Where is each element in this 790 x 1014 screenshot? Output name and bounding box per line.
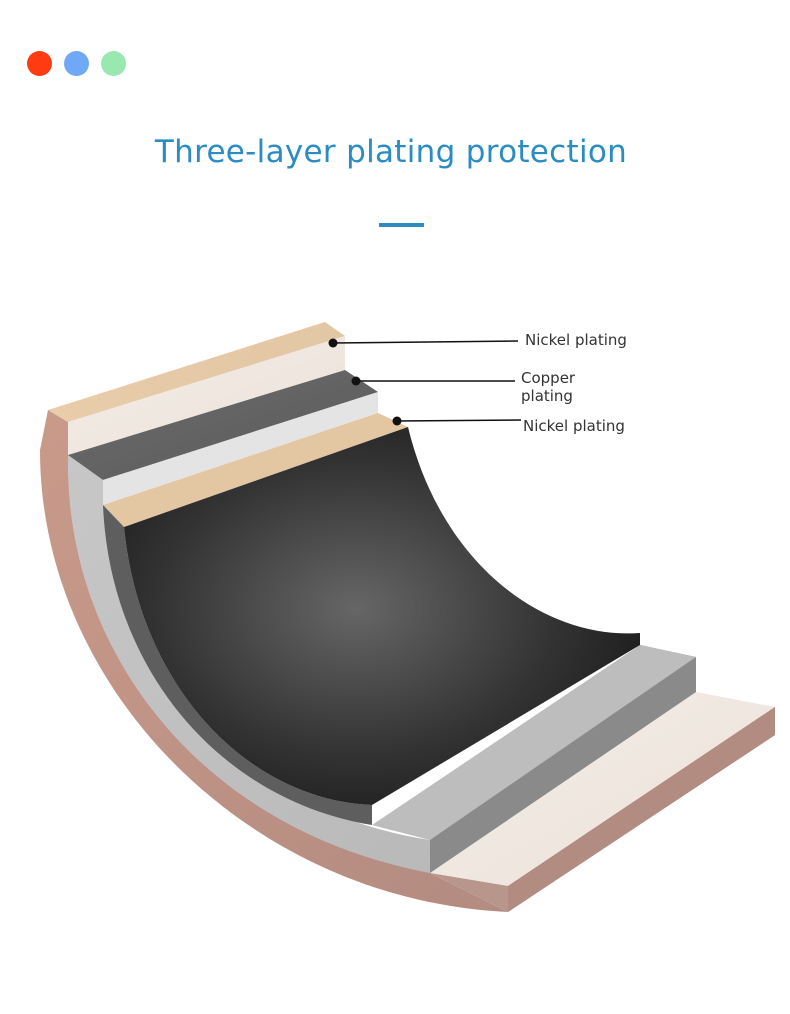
copper-marker: [351, 376, 361, 386]
inner-nickel-label: Nickel plating: [523, 417, 625, 435]
outer-shell-top: [48, 322, 345, 455]
page-title: Three-layer plating protection: [154, 134, 628, 170]
outer-nickel-marker: [328, 338, 338, 348]
copper-label-line1: Copper: [521, 369, 576, 387]
leader-lines: [328, 338, 522, 426]
copper-layer-top: [68, 370, 378, 505]
outer-nickel-label: Nickel plating: [525, 331, 627, 349]
green-dot: [101, 51, 126, 76]
inner-layer-side: [103, 505, 372, 825]
silver-layer-side: [67, 455, 430, 873]
inner-nickel-marker: [392, 416, 402, 426]
outer-shell-right: [430, 692, 775, 912]
title-underline: [379, 223, 424, 227]
copper-layer-right: [372, 645, 696, 873]
red-dot: [27, 51, 52, 76]
blue-dot: [64, 51, 89, 76]
copper-label: Copper plating: [521, 369, 611, 405]
inner-nickel-top: [103, 413, 408, 527]
decorative-dots: [27, 51, 126, 76]
copper-label-line2: plating: [521, 387, 573, 405]
inner-surface: [124, 427, 640, 805]
